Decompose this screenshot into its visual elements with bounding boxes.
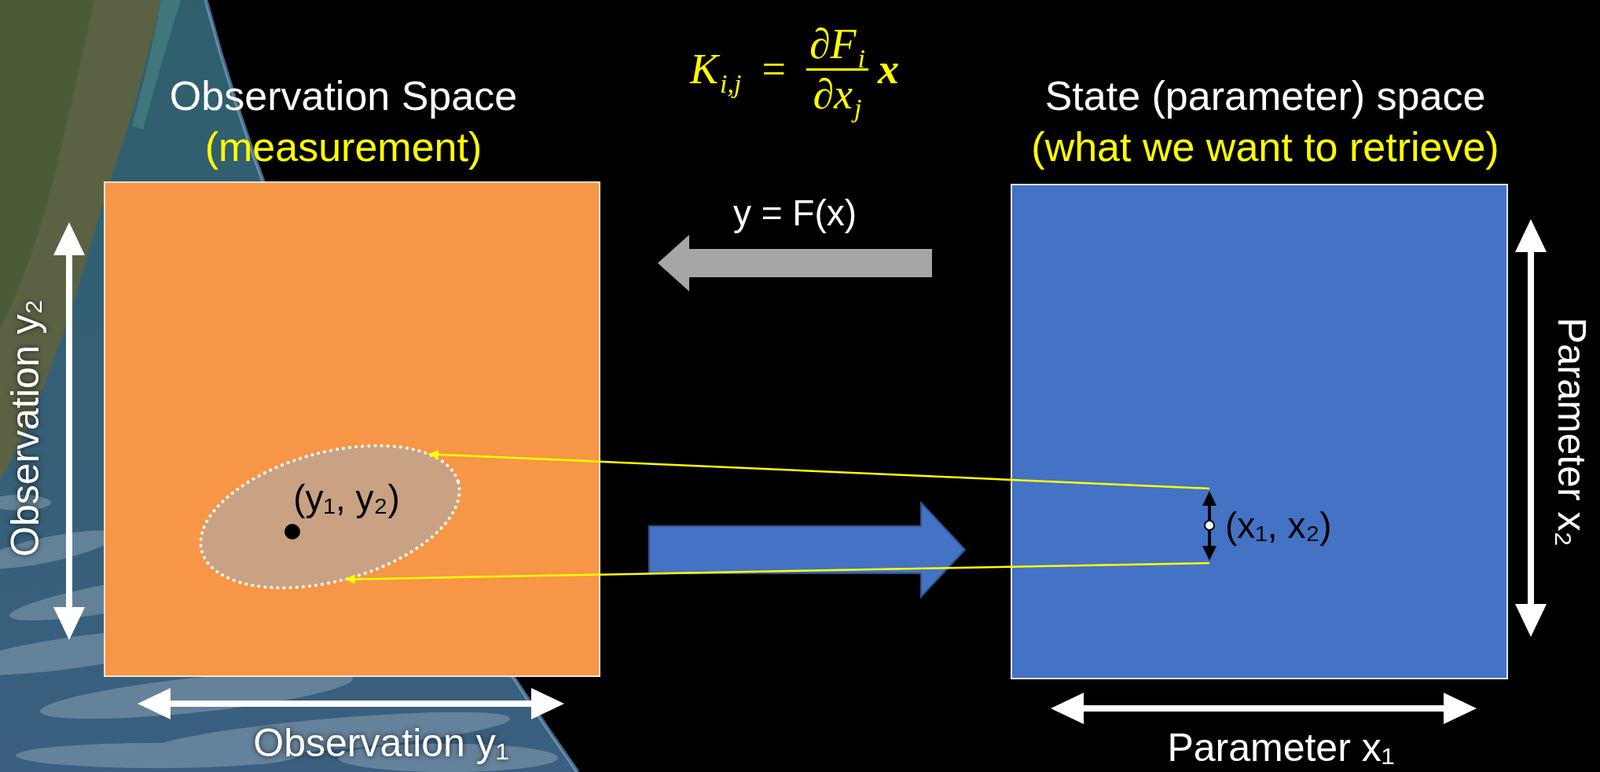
- retrieval-arrow: [649, 502, 966, 598]
- axis-arrow: [1515, 219, 1547, 638]
- axis-arrow: [1050, 693, 1477, 725]
- observation-space-box: Observation Space(measurement)(y₁, y₂): [103, 181, 601, 678]
- state-space-box: State (parameter) space(what we want to …: [1010, 183, 1509, 680]
- point-symbol: [1198, 488, 1221, 564]
- formula-subscript: i,j: [719, 69, 742, 99]
- observation-dot: [284, 524, 301, 540]
- axis-label: Observation y₁: [253, 723, 509, 764]
- axis-label: Parameter x₁: [1166, 728, 1395, 768]
- mapping-line: [344, 563, 1210, 580]
- mapping-line: [428, 454, 1210, 489]
- ellipse-shape: [185, 420, 476, 614]
- axis-label: Observation y₂: [5, 299, 45, 558]
- formula-vector: x: [877, 47, 900, 92]
- box-subheading: (measurement): [205, 124, 483, 172]
- formula-subscript: i: [858, 44, 866, 74]
- formula-symbol: ∂F: [809, 20, 857, 68]
- box-subheading: (what we want to retrieve): [1031, 124, 1499, 172]
- edge-label: y = F(x): [733, 192, 857, 235]
- point-label: (y₁, y₂): [293, 477, 400, 520]
- axis-label: Parameter x₂: [1552, 317, 1592, 547]
- axis-arrow: [137, 688, 565, 720]
- formula-equals: =: [761, 47, 786, 92]
- formula: Ki,j=∂Fi∂xjx: [689, 22, 900, 117]
- formula-symbol: ∂x: [812, 70, 853, 118]
- formula-fraction: ∂Fi∂xj: [806, 22, 869, 117]
- state-point: (x₁, x₂): [1198, 488, 1337, 564]
- axis-arrow: [53, 222, 85, 641]
- uncertainty-arrow: [1202, 491, 1217, 562]
- formula-denominator: ∂xj: [809, 72, 865, 118]
- formula-symbol: K: [689, 45, 719, 93]
- box-heading: State (parameter) space: [1045, 73, 1487, 121]
- state-dot: [1204, 521, 1215, 531]
- forward-model-arrow: [657, 234, 933, 292]
- formula-numerator: ∂Fi: [806, 22, 869, 67]
- box-heading: Observation Space: [169, 73, 518, 121]
- uncertainty-ellipse: (y₁, y₂): [196, 442, 464, 592]
- point-label: (x₁, x₂): [1225, 505, 1333, 547]
- formula-lhs: Ki,j: [689, 47, 742, 92]
- formula-subscript: j: [854, 93, 862, 123]
